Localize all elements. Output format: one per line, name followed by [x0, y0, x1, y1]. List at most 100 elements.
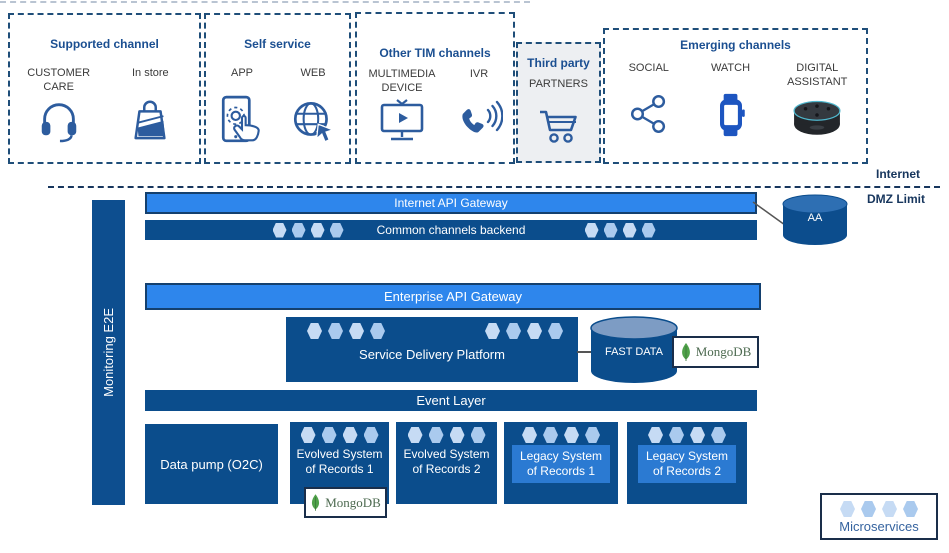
fast-data-cylinder: FAST DATA	[590, 316, 678, 384]
microservices-icons	[482, 323, 566, 339]
web-globe-icon	[293, 101, 335, 143]
hexagon-icon	[349, 323, 364, 339]
channel-group-other-tim: Other TIM channels MULTIMEDIA DEVICE IVR	[355, 12, 515, 164]
hexagon-icon	[585, 427, 600, 443]
database-cylinder-icon	[590, 316, 678, 383]
event-layer-bar: Event Layer	[145, 390, 757, 411]
common-channels-backend-label: Common channels backend	[376, 223, 526, 237]
microservices-icons	[627, 427, 747, 443]
internet-api-gateway-bar: Internet API Gateway	[145, 192, 757, 214]
hexagon-icon	[882, 501, 897, 517]
hexagon-icon	[342, 427, 358, 443]
channel-item-social: SOCIAL	[611, 62, 687, 138]
mongodb-leaf-icon	[312, 494, 320, 511]
channel-item-partners: PARTNERS	[519, 78, 599, 148]
channel-group-supported: Supported channel CUSTOMER CARE In store	[8, 13, 201, 164]
hexagon-icon	[506, 323, 521, 339]
legacy-system-2-label: Legacy System of Records 2	[638, 445, 736, 483]
hexagon-icon	[711, 427, 726, 443]
hexagon-icon	[310, 222, 325, 238]
hexagon-icon	[840, 501, 855, 517]
hexagon-icon	[648, 427, 663, 443]
evolved-system-2-label: Evolved System of Records 2	[403, 447, 490, 476]
monitoring-e2e-bar: Monitoring E2E	[92, 200, 125, 505]
share-icon	[630, 95, 665, 133]
channel-group-emerging: Emerging channels SOCIAL WATCH	[603, 28, 868, 164]
microservices-legend: Microservices	[820, 493, 938, 540]
hexagon-icon	[449, 427, 465, 443]
hexagon-icon	[485, 323, 500, 339]
group-title: Other TIM channels	[379, 46, 491, 60]
channel-item-label: SOCIAL	[628, 62, 669, 74]
mongodb-label: MongoDB	[695, 344, 752, 359]
internet-api-gateway-label: Internet API Gateway	[394, 196, 508, 210]
hexagon-icon	[861, 501, 876, 517]
channel-item-label: PARTNERS	[529, 78, 588, 90]
channel-item-label: IVR	[469, 68, 489, 80]
hexagon-icon	[363, 427, 379, 443]
headset-icon	[41, 103, 76, 143]
group-title: Third party	[527, 56, 590, 70]
shopping-bag-icon	[134, 100, 166, 140]
channel-item-in-store: In store	[107, 67, 193, 143]
channel-item-web: WEB	[278, 67, 348, 145]
dmz-limit-label: DMZ Limit	[867, 192, 925, 206]
hexagon-icon	[543, 427, 558, 443]
channel-group-self-service: Self service APP WEB	[204, 13, 351, 164]
hexagon-icon	[564, 427, 579, 443]
channel-item-label: APP	[230, 67, 253, 79]
legacy-system-1-label: Legacy System of Records 1	[512, 445, 610, 483]
channel-item-label: In store	[131, 67, 169, 79]
channel-item-ivr: IVR	[447, 68, 511, 144]
enterprise-api-gateway-label: Enterprise API Gateway	[383, 289, 522, 304]
channel-item-label: WATCH	[710, 62, 751, 74]
channel-item-multimedia-device: MULTIMEDIA DEVICE	[359, 68, 445, 144]
hexagon-icon	[407, 427, 423, 443]
data-pump-label: Data pump (O2C)	[160, 456, 263, 472]
data-pump-box: Data pump (O2C)	[145, 424, 278, 504]
enterprise-api-gateway-bar: Enterprise API Gateway	[145, 283, 761, 310]
group-title: Supported channel	[50, 37, 159, 51]
channel-item-app: APP	[207, 67, 277, 145]
hexagon-icon	[669, 427, 684, 443]
microservices-label: Microservices	[839, 519, 919, 534]
channel-item-customer-care: CUSTOMER CARE	[16, 67, 102, 143]
hexagon-icon	[328, 323, 343, 339]
hexagon-icon	[527, 323, 542, 339]
dmz-boundary-line	[48, 186, 940, 188]
hexagon-icon	[903, 501, 918, 517]
hexagon-icon	[321, 427, 337, 443]
database-cylinder-icon	[782, 194, 848, 245]
microservices-icons	[504, 427, 618, 443]
service-delivery-platform-box: Service Delivery Platform	[286, 317, 578, 382]
hexagon-icon	[329, 222, 344, 238]
microservices-icons	[304, 323, 388, 339]
connector-line	[752, 201, 786, 226]
phone-waves-icon	[462, 100, 503, 133]
hexagon-icon	[522, 427, 537, 443]
evolved-system-2-box: Evolved System of Records 2	[396, 422, 497, 504]
hexagon-icon	[370, 323, 385, 339]
event-layer-label: Event Layer	[416, 393, 486, 408]
mongodb-label: MongoDB	[325, 494, 381, 510]
smartwatch-icon	[719, 93, 745, 137]
channel-item-label: MULTIMEDIA DEVICE	[368, 68, 436, 94]
shopping-cart-icon	[539, 110, 577, 143]
connector-line	[577, 351, 591, 353]
common-channels-backend-bar: Common channels backend	[145, 220, 757, 240]
hexagon-icon	[584, 222, 599, 238]
aa-label: AA	[807, 212, 823, 224]
group-title: Emerging channels	[680, 38, 791, 52]
hexagon-icon	[428, 427, 444, 443]
channel-item-label: DIGITAL ASSISTANT	[787, 62, 848, 88]
mongodb-leaf-icon	[681, 343, 690, 361]
hexagon-icon	[291, 222, 306, 238]
mongodb-badge: MongoDB	[672, 336, 759, 368]
hexagon-icon	[272, 222, 287, 238]
hexagon-icon	[690, 427, 705, 443]
microservices-icons	[396, 427, 497, 443]
internet-label: Internet	[875, 167, 920, 181]
app-touch-icon	[221, 95, 260, 143]
microservices-icons	[822, 501, 936, 517]
